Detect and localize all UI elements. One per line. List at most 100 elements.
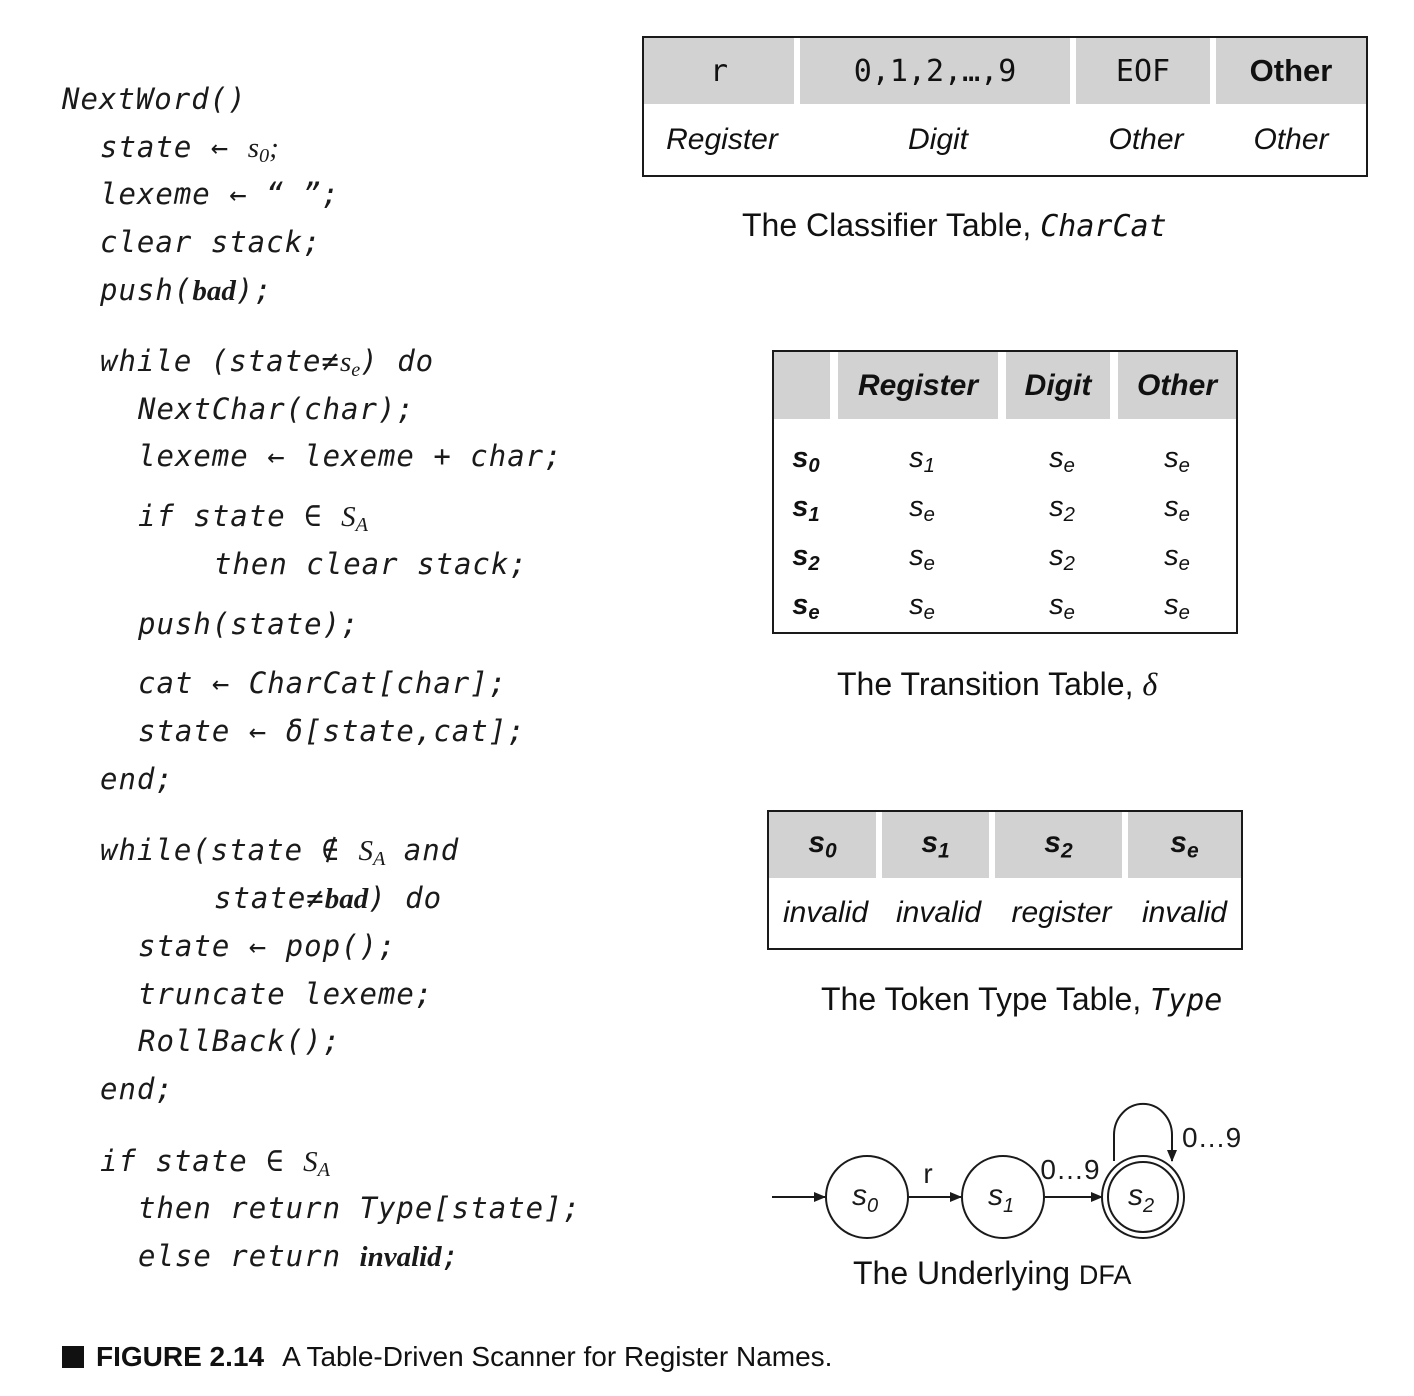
code-line: then return Type[state]; (138, 1191, 582, 1225)
token-type-header: s0 (769, 812, 883, 878)
code-line: NextWord() (62, 82, 247, 116)
transition-row-state: se (774, 583, 838, 632)
transition-row: s2 se s2 se (774, 534, 1236, 583)
state-value: se (909, 589, 935, 625)
state-s1-circle (961, 1155, 1045, 1239)
state-label: s0 (792, 442, 820, 478)
code-line: while (state≠se) do (100, 344, 435, 382)
classifier-header: 0,1,2,…,9 (800, 38, 1076, 104)
transition-cell: se (838, 534, 1006, 583)
dfa-diagram: s0 s1 s2 r 0…9 0…9 (772, 1102, 1241, 1239)
transition-cell: se (1118, 583, 1236, 632)
classifier-header: Other (1216, 38, 1366, 104)
math-SA: SA (358, 835, 386, 871)
transition-cell: se (1006, 583, 1118, 632)
transition-row-state: s1 (774, 485, 838, 534)
transition-cell: se (838, 485, 1006, 534)
token-type-cell: invalid (1141, 896, 1227, 929)
figure-caption: FIGURE 2.14 A Table-Driven Scanner for Re… (62, 1341, 832, 1373)
code-line: then clear stack; (214, 547, 528, 581)
math-SA: SA (303, 1146, 330, 1182)
code-line: if state ∈ SA (138, 499, 368, 537)
state-value: se (1164, 491, 1190, 527)
code-line: push(bad); (100, 273, 273, 307)
code-line: state ← δ[state,cat]; (138, 714, 526, 748)
classifier-cell: Other (1253, 122, 1329, 156)
code-line: cat ← CharCat[char]; (138, 666, 508, 700)
state-value: se (1049, 589, 1075, 625)
math-SA: SA (341, 501, 368, 537)
transition-body: s0 s1 se se s1 se s2 se s2 se s2 se se se se se (774, 419, 1236, 632)
edge-label-r: r (923, 1158, 932, 1189)
code-line: state ← s0; (100, 130, 279, 168)
transition-cell: se (1118, 436, 1236, 485)
classifier-cell: Register (666, 122, 778, 156)
edge-label-s1-s2: 0…9 (1040, 1154, 1099, 1185)
code-line: lexeme ← lexeme + char; (138, 439, 563, 473)
code-line: push(state); (138, 607, 360, 641)
state-value: s2 (1049, 540, 1075, 576)
math-se: se (339, 346, 361, 382)
code-line: end; (100, 762, 174, 796)
code-line: RollBack(); (138, 1024, 342, 1058)
figure-number: FIGURE 2.14 (96, 1341, 265, 1372)
state-label: s1 (792, 491, 820, 527)
classifier-caption: The Classifier Table, CharCat (742, 207, 1167, 244)
state-s1-label: s1 (988, 1179, 1014, 1217)
token-type-cell: register (1011, 896, 1112, 929)
edge-label-loop: 0…9 (1182, 1122, 1241, 1153)
state-value: se (909, 540, 935, 576)
math-s0: s0; (247, 132, 279, 168)
transition-cell: se (1118, 534, 1236, 583)
token-type-header-row: s0 s1 s2 se (769, 812, 1241, 878)
code-line: lexeme ← “ ”; (100, 177, 340, 211)
transition-cell: se (1006, 436, 1118, 485)
state-label: se (1170, 826, 1199, 863)
code-line: else return invalid; (138, 1239, 461, 1273)
transition-row-state: s0 (774, 436, 838, 485)
code-line: end; (100, 1072, 174, 1106)
pseudocode: NextWord() state ← s0; lexeme ← “ ”; cle… (62, 82, 580, 1273)
code-line: while(state ∉ SA and (100, 833, 460, 871)
classifier-header: EOF (1076, 38, 1216, 104)
state-value: se (1164, 589, 1190, 625)
figure-title: A Table-Driven Scanner for Register Name… (282, 1341, 833, 1372)
transition-cell: s1 (838, 436, 1006, 485)
token-type-header: se (1127, 812, 1241, 878)
transition-row: s0 s1 se se (774, 436, 1236, 485)
transition-header: Other (1118, 352, 1236, 420)
dfa-labels: s0 s1 s2 r 0…9 0…9 (852, 1122, 1241, 1217)
state-label: se (792, 589, 820, 625)
token-type-cell: invalid (895, 896, 982, 929)
classifier-cell: Other (1108, 122, 1184, 156)
state-s0-label: s0 (852, 1179, 878, 1217)
classifier-cell: Digit (907, 122, 968, 156)
math-s0-text: s0 (247, 132, 270, 168)
token-type-cell: invalid (782, 896, 869, 929)
state-label: s1 (921, 826, 950, 863)
state-s2-circle-outer (1101, 1155, 1185, 1239)
transition-row-state: s2 (774, 534, 838, 583)
state-value: s2 (1049, 491, 1075, 527)
state-label: s2 (792, 540, 820, 576)
token-type-header: s2 (995, 812, 1128, 878)
state-s2-circle-inner (1107, 1161, 1179, 1233)
code-line: state ← pop(); (138, 929, 397, 963)
transition-spacer-row (774, 419, 1236, 435)
transition-cell: s2 (1006, 534, 1118, 583)
code-line: clear stack; (100, 225, 322, 259)
caption-square-icon (62, 1346, 84, 1368)
state-s2-label: s2 (1128, 1179, 1154, 1217)
state-value: se (909, 491, 935, 527)
transition-caption: The Transition Table, δ (837, 666, 1158, 702)
state-value: se (1049, 442, 1075, 478)
classifier-table: r 0,1,2,…,9 EOF Other Register Digit Oth… (642, 36, 1368, 177)
transition-cell: se (1118, 485, 1236, 534)
state-value: s1 (909, 442, 935, 478)
state-value: se (1164, 442, 1190, 478)
transition-row: se se se se (774, 583, 1236, 632)
classifier-header: r (644, 38, 800, 104)
state-label: s2 (1044, 826, 1073, 863)
code-line: NextChar(char); (138, 392, 415, 426)
